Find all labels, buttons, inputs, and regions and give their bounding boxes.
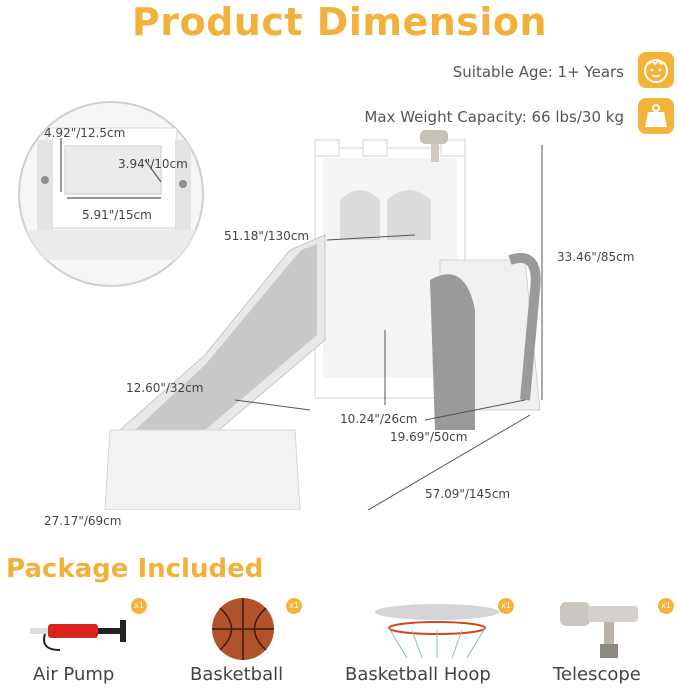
telescope-icon bbox=[560, 602, 638, 658]
total-length-label: 57.09"/145cm bbox=[425, 487, 511, 501]
air-pump-qty: x1 bbox=[131, 598, 147, 614]
air-pump-icon bbox=[30, 620, 126, 651]
basketball-qty: x1 bbox=[286, 598, 302, 614]
baby-face-icon bbox=[638, 52, 674, 88]
platform-height-label: 10.24"/26cm bbox=[340, 412, 418, 426]
step-width-label: 5.91"/15cm bbox=[82, 208, 152, 222]
age-spec: Suitable Age: 1+ Years bbox=[452, 63, 624, 81]
weight-spec: Max Weight Capacity: 66 lbs/30 kg bbox=[364, 108, 624, 126]
step-height-label: 4.92"/12.5cm bbox=[44, 126, 126, 140]
package-title: Package Included bbox=[6, 554, 264, 584]
page-title: Product Dimension bbox=[131, 0, 548, 44]
total-height-label: 33.46"/85cm bbox=[557, 250, 635, 264]
telescope-label: Telescope bbox=[553, 664, 641, 685]
step-depth-label: 3.94"/10cm bbox=[118, 157, 188, 171]
slide-width-label: 12.60"/32cm bbox=[126, 381, 204, 395]
tower-depth-label: 19.69"/50cm bbox=[390, 430, 468, 444]
step-detail-inset bbox=[18, 101, 204, 287]
air-pump-label: Air Pump bbox=[33, 664, 115, 685]
slide-illustration bbox=[104, 130, 543, 510]
telescope-qty: x1 bbox=[658, 598, 674, 614]
basketball-hoop-qty: x1 bbox=[498, 598, 514, 614]
total-width-label: 27.17"/69cm bbox=[44, 514, 122, 528]
basketball-label: Basketball bbox=[190, 664, 284, 685]
basketball-icon bbox=[212, 598, 274, 660]
basketball-hoop-label: Basketball Hoop bbox=[345, 664, 491, 685]
weight-icon bbox=[638, 98, 674, 134]
basketball-hoop-icon bbox=[375, 604, 499, 659]
slide-length-label: 51.18"/130cm bbox=[224, 229, 310, 243]
